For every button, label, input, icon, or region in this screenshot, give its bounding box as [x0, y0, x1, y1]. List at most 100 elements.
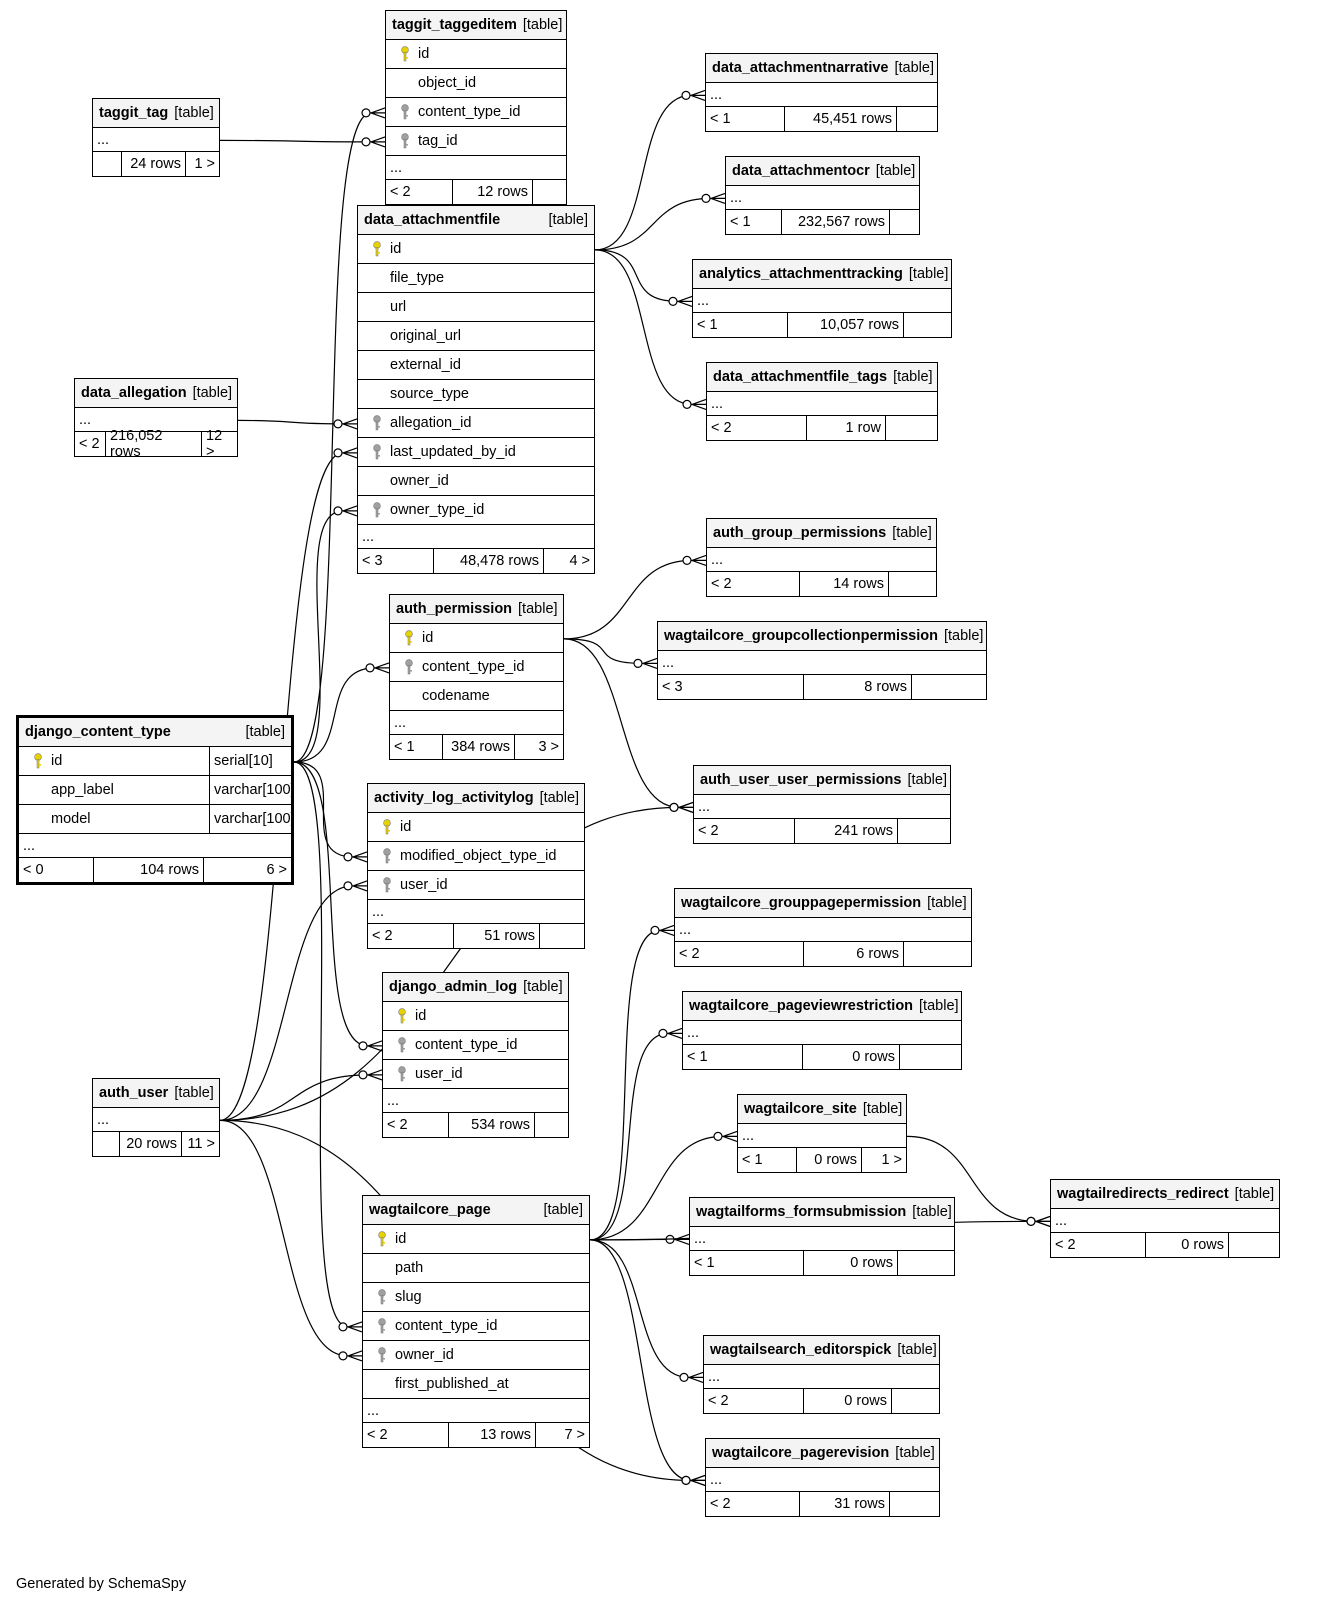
parents-count[interactable]: < 3: [362, 553, 383, 569]
column-row[interactable]: owner_id: [358, 467, 594, 496]
table-data-attachmentfile-tags[interactable]: data_attachmentfile_tags [table]... < 2 …: [706, 362, 938, 441]
table-wagtailcore-page[interactable]: wagtailcore_page [table] id path slug co…: [362, 1195, 590, 1448]
parents-count[interactable]: < 1: [710, 111, 731, 127]
children-count[interactable]: [899, 1045, 961, 1069]
column-row[interactable]: app_label varchar[100]: [19, 776, 295, 805]
table-header[interactable]: auth_group_permissions [table]: [707, 519, 936, 548]
parents-count[interactable]: < 2: [1055, 1237, 1076, 1253]
table-taggit-taggeditem[interactable]: taggit_taggeditem [table] id object_id c…: [385, 10, 567, 205]
table-auth-permission[interactable]: auth_permission [table] id content_type_…: [389, 594, 564, 760]
children-count[interactable]: [891, 1389, 939, 1413]
column-row[interactable]: id: [358, 235, 594, 264]
column-row[interactable]: owner_id: [363, 1341, 589, 1370]
table-header[interactable]: auth_user [table]: [93, 1079, 219, 1108]
children-count[interactable]: [903, 313, 951, 337]
table-auth-user[interactable]: auth_user [table]... 20 rows 11 >: [92, 1078, 220, 1157]
column-row[interactable]: slug: [363, 1283, 589, 1312]
children-count[interactable]: [896, 107, 937, 131]
column-row[interactable]: object_id: [386, 69, 566, 98]
table-wagtailforms-formsubmission[interactable]: wagtailforms_formsubmission [table]... <…: [689, 1197, 955, 1276]
table-header[interactable]: wagtailforms_formsubmission [table]: [690, 1198, 954, 1227]
parents-count[interactable]: < 1: [394, 739, 415, 755]
parents-count[interactable]: < 1: [694, 1255, 715, 1271]
column-row[interactable]: id: [363, 1225, 589, 1254]
table-data-attachmentfile[interactable]: data_attachmentfile [table] id file_type…: [357, 205, 595, 574]
children-count[interactable]: [888, 572, 936, 596]
column-row[interactable]: content_type_id: [363, 1312, 589, 1341]
column-row[interactable]: source_type: [358, 380, 594, 409]
column-row[interactable]: user_id: [383, 1060, 568, 1089]
table-django-admin-log[interactable]: django_admin_log [table] id content_type…: [382, 972, 569, 1138]
column-row[interactable]: id: [368, 813, 584, 842]
table-header[interactable]: data_attachmentfile [table]: [358, 206, 594, 235]
table-data-attachmentnarrative[interactable]: data_attachmentnarrative [table]... < 1 …: [705, 53, 938, 132]
column-row[interactable]: id: [383, 1002, 568, 1031]
table-header[interactable]: django_admin_log [table]: [383, 973, 568, 1002]
parents-count[interactable]: < 2: [711, 576, 732, 592]
children-count[interactable]: [885, 416, 937, 440]
parents-count[interactable]: < 1: [742, 1152, 763, 1168]
children-count[interactable]: [1228, 1233, 1279, 1257]
table-data-attachmentocr[interactable]: data_attachmentocr [table]... < 1 232,56…: [725, 156, 920, 235]
column-row[interactable]: external_id: [358, 351, 594, 380]
column-row[interactable]: content_type_id: [390, 653, 563, 682]
table-header[interactable]: activity_log_activitylog [table]: [368, 784, 584, 813]
column-row[interactable]: last_updated_by_id: [358, 438, 594, 467]
column-row[interactable]: model varchar[100]: [19, 805, 295, 834]
children-count[interactable]: [539, 924, 584, 948]
column-row[interactable]: id serial[10]: [19, 747, 291, 776]
children-count[interactable]: [889, 1492, 939, 1516]
column-row[interactable]: allegation_id: [358, 409, 594, 438]
table-header[interactable]: auth_permission [table]: [390, 595, 563, 624]
table-header[interactable]: data_attachmentocr [table]: [726, 157, 919, 186]
table-header[interactable]: wagtailcore_pageviewrestriction [table]: [683, 992, 961, 1021]
parents-count[interactable]: < 2: [711, 420, 732, 436]
parents-count[interactable]: < 2: [387, 1117, 408, 1133]
table-wagtailcore-site[interactable]: wagtailcore_site [table]... < 1 0 rows 1…: [737, 1094, 907, 1173]
table-taggit-tag[interactable]: taggit_tag [table]... 24 rows 1 >: [92, 98, 220, 177]
column-row[interactable]: file_type: [358, 264, 594, 293]
column-row[interactable]: first_published_at: [363, 1370, 589, 1399]
children-count[interactable]: [532, 180, 566, 204]
table-wagtailcore-pageviewrestriction[interactable]: wagtailcore_pageviewrestriction [table].…: [682, 991, 962, 1070]
children-count[interactable]: 12 >: [201, 428, 237, 460]
children-count[interactable]: 7 >: [535, 1423, 589, 1447]
table-header[interactable]: django_content_type [table]: [19, 718, 291, 747]
parents-count[interactable]: < 2: [390, 184, 411, 200]
table-header[interactable]: analytics_attachmenttracking [table]: [693, 260, 951, 289]
parents-count[interactable]: < 2: [679, 946, 700, 962]
parents-count[interactable]: [93, 152, 121, 176]
column-row[interactable]: codename: [390, 682, 563, 711]
table-header[interactable]: data_allegation [table]: [75, 379, 237, 408]
column-row[interactable]: content_type_id: [383, 1031, 568, 1060]
table-wagtailsearch-editorspick[interactable]: wagtailsearch_editorspick [table]... < 2…: [703, 1335, 940, 1414]
column-row[interactable]: tag_id: [386, 127, 566, 156]
table-wagtailcore-groupcollectionpermission[interactable]: wagtailcore_groupcollectionpermission [t…: [657, 621, 987, 700]
children-count[interactable]: 3 >: [514, 735, 563, 759]
children-count[interactable]: [889, 210, 919, 234]
table-header[interactable]: taggit_tag [table]: [93, 99, 219, 128]
children-count[interactable]: [534, 1113, 568, 1137]
table-analytics-attachmenttracking[interactable]: analytics_attachmenttracking [table]... …: [692, 259, 952, 338]
parents-count[interactable]: < 2: [708, 1393, 729, 1409]
table-wagtailcore-pagerevision[interactable]: wagtailcore_pagerevision [table]... < 2 …: [705, 1438, 940, 1517]
children-count[interactable]: 6 >: [203, 858, 291, 882]
parents-count[interactable]: [93, 1132, 119, 1156]
column-row[interactable]: url: [358, 293, 594, 322]
table-auth-group-permissions[interactable]: auth_group_permissions [table]... < 2 14…: [706, 518, 937, 597]
column-row[interactable]: user_id: [368, 871, 584, 900]
parents-count[interactable]: < 1: [687, 1049, 708, 1065]
table-header[interactable]: wagtailsearch_editorspick [table]: [704, 1336, 939, 1365]
table-header[interactable]: data_attachmentnarrative [table]: [706, 54, 937, 83]
table-header[interactable]: wagtailcore_site [table]: [738, 1095, 906, 1124]
table-django-content-type[interactable]: django_content_type [table] id serial[10…: [16, 715, 295, 885]
parents-count[interactable]: < 2: [79, 436, 100, 452]
table-header[interactable]: data_attachmentfile_tags [table]: [707, 363, 937, 392]
parents-count[interactable]: < 2: [372, 928, 393, 944]
table-header[interactable]: wagtailcore_groupcollectionpermission [t…: [658, 622, 986, 651]
children-count[interactable]: [897, 1251, 954, 1275]
table-auth-user-user-permissions[interactable]: auth_user_user_permissions [table]... < …: [693, 765, 951, 844]
parents-count[interactable]: < 0: [23, 862, 44, 878]
table-header[interactable]: wagtailcore_grouppagepermission [table]: [675, 889, 971, 918]
parents-count[interactable]: < 1: [730, 214, 751, 230]
